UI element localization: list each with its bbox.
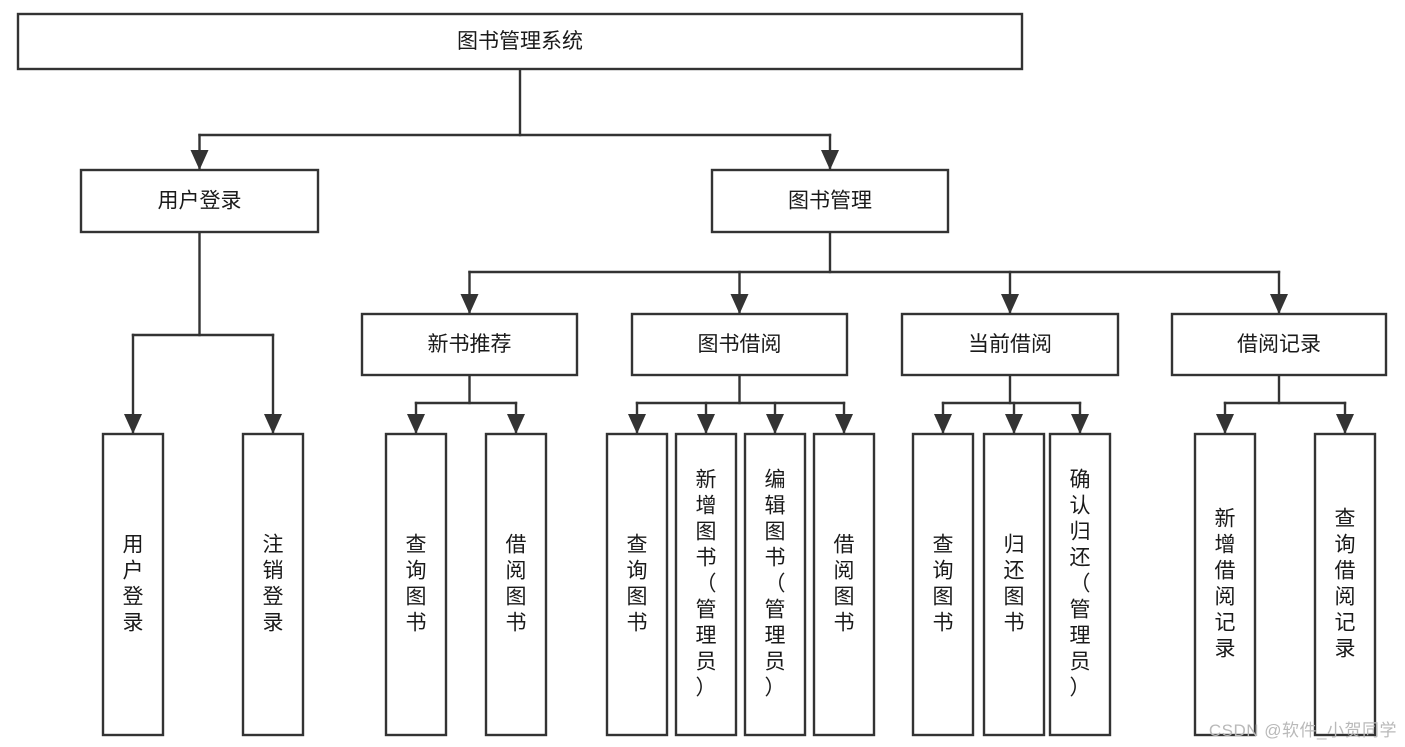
node-box-leaf-confirm-return-admin[interactable] bbox=[1048, 432, 1112, 737]
node-label-leaf-edit-book-admin: 编辑图书（管理员） bbox=[765, 469, 786, 700]
node-box-leaf-query-book-borrow[interactable] bbox=[605, 432, 669, 737]
node-label-leaf-query-book-current: 查询图书 bbox=[933, 534, 954, 635]
node-label-leaf-query-borrow-record: 查询借阅记录 bbox=[1335, 508, 1356, 661]
node-leaf-add-borrow-record[interactable]: 新增借阅记录 bbox=[1193, 432, 1257, 737]
node-label-root: 图书管理系统 bbox=[457, 30, 583, 53]
node-leaf-edit-book-admin[interactable]: 编辑图书（管理员） bbox=[743, 432, 807, 737]
node-leaf-logout[interactable]: 注销登录 bbox=[241, 432, 305, 737]
csdn-watermark: CSDN @软件_小贺同学 bbox=[1208, 721, 1397, 740]
node-box-leaf-borrow-book[interactable] bbox=[812, 432, 876, 737]
node-label-leaf-confirm-return-admin: 确认归还（管理员） bbox=[1070, 469, 1091, 700]
node-user-login[interactable]: 用户登录 bbox=[79, 168, 320, 234]
node-leaf-confirm-return-admin[interactable]: 确认归还（管理员） bbox=[1048, 432, 1112, 737]
node-book-manage[interactable]: 图书管理 bbox=[710, 168, 950, 234]
node-label-new-book-recommend: 新书推荐 bbox=[428, 333, 512, 356]
node-box-borrow-record[interactable] bbox=[1170, 312, 1388, 377]
node-box-new-book-recommend[interactable] bbox=[360, 312, 579, 377]
node-leaf-query-book-borrow[interactable]: 查询图书 bbox=[605, 432, 669, 737]
node-label-user-login: 用户登录 bbox=[158, 190, 242, 213]
node-label-leaf-query-book-borrow: 查询图书 bbox=[627, 534, 648, 635]
node-box-leaf-add-book-admin[interactable] bbox=[674, 432, 738, 737]
node-label-leaf-add-book-admin: 新增图书（管理员） bbox=[696, 469, 717, 700]
node-label-book-manage: 图书管理 bbox=[788, 190, 872, 213]
node-box-leaf-add-borrow-record[interactable] bbox=[1193, 432, 1257, 737]
node-root[interactable]: 图书管理系统 bbox=[16, 12, 1024, 71]
node-box-leaf-return-book[interactable] bbox=[982, 432, 1046, 737]
node-leaf-return-book[interactable]: 归还图书 bbox=[982, 432, 1046, 737]
node-box-root[interactable] bbox=[16, 12, 1024, 71]
node-current-borrow[interactable]: 当前借阅 bbox=[900, 312, 1120, 377]
node-box-leaf-logout[interactable] bbox=[241, 432, 305, 737]
node-label-leaf-borrow-book: 借阅图书 bbox=[834, 534, 855, 635]
node-box-book-borrow[interactable] bbox=[630, 312, 849, 377]
node-box-leaf-user-login[interactable] bbox=[101, 432, 165, 737]
connectors-layer bbox=[124, 67, 1354, 435]
node-label-leaf-return-book: 归还图书 bbox=[1004, 534, 1025, 635]
node-label-book-borrow: 图书借阅 bbox=[698, 333, 782, 356]
node-leaf-user-login[interactable]: 用户登录 bbox=[101, 432, 165, 737]
node-label-leaf-logout: 注销登录 bbox=[263, 534, 284, 635]
node-box-user-login[interactable] bbox=[79, 168, 320, 234]
node-box-current-borrow[interactable] bbox=[900, 312, 1120, 377]
node-label-leaf-borrow-book-rec: 借阅图书 bbox=[506, 534, 527, 635]
node-label-leaf-add-borrow-record: 新增借阅记录 bbox=[1215, 508, 1236, 661]
node-leaf-borrow-book[interactable]: 借阅图书 bbox=[812, 432, 876, 737]
node-box-leaf-edit-book-admin[interactable] bbox=[743, 432, 807, 737]
node-new-book-recommend[interactable]: 新书推荐 bbox=[360, 312, 579, 377]
node-book-borrow[interactable]: 图书借阅 bbox=[630, 312, 849, 377]
node-box-leaf-query-book-rec[interactable] bbox=[384, 432, 448, 737]
node-leaf-query-borrow-record[interactable]: 查询借阅记录 bbox=[1313, 432, 1377, 737]
node-leaf-query-book-rec[interactable]: 查询图书 bbox=[384, 432, 448, 737]
node-label-leaf-user-login: 用户登录 bbox=[123, 534, 144, 635]
node-box-leaf-query-borrow-record[interactable] bbox=[1313, 432, 1377, 737]
node-leaf-query-book-current[interactable]: 查询图书 bbox=[911, 432, 975, 737]
nodes-layer: 图书管理系统用户登录图书管理新书推荐图书借阅当前借阅借阅记录用户登录注销登录查询… bbox=[16, 12, 1388, 737]
node-box-book-manage[interactable] bbox=[710, 168, 950, 234]
node-label-leaf-query-book-rec: 查询图书 bbox=[406, 534, 427, 635]
node-box-leaf-borrow-book-rec[interactable] bbox=[484, 432, 548, 737]
node-label-current-borrow: 当前借阅 bbox=[968, 333, 1052, 356]
node-borrow-record[interactable]: 借阅记录 bbox=[1170, 312, 1388, 377]
node-leaf-borrow-book-rec[interactable]: 借阅图书 bbox=[484, 432, 548, 737]
node-box-leaf-query-book-current[interactable] bbox=[911, 432, 975, 737]
node-leaf-add-book-admin[interactable]: 新增图书（管理员） bbox=[674, 432, 738, 737]
node-label-borrow-record: 借阅记录 bbox=[1237, 333, 1321, 356]
